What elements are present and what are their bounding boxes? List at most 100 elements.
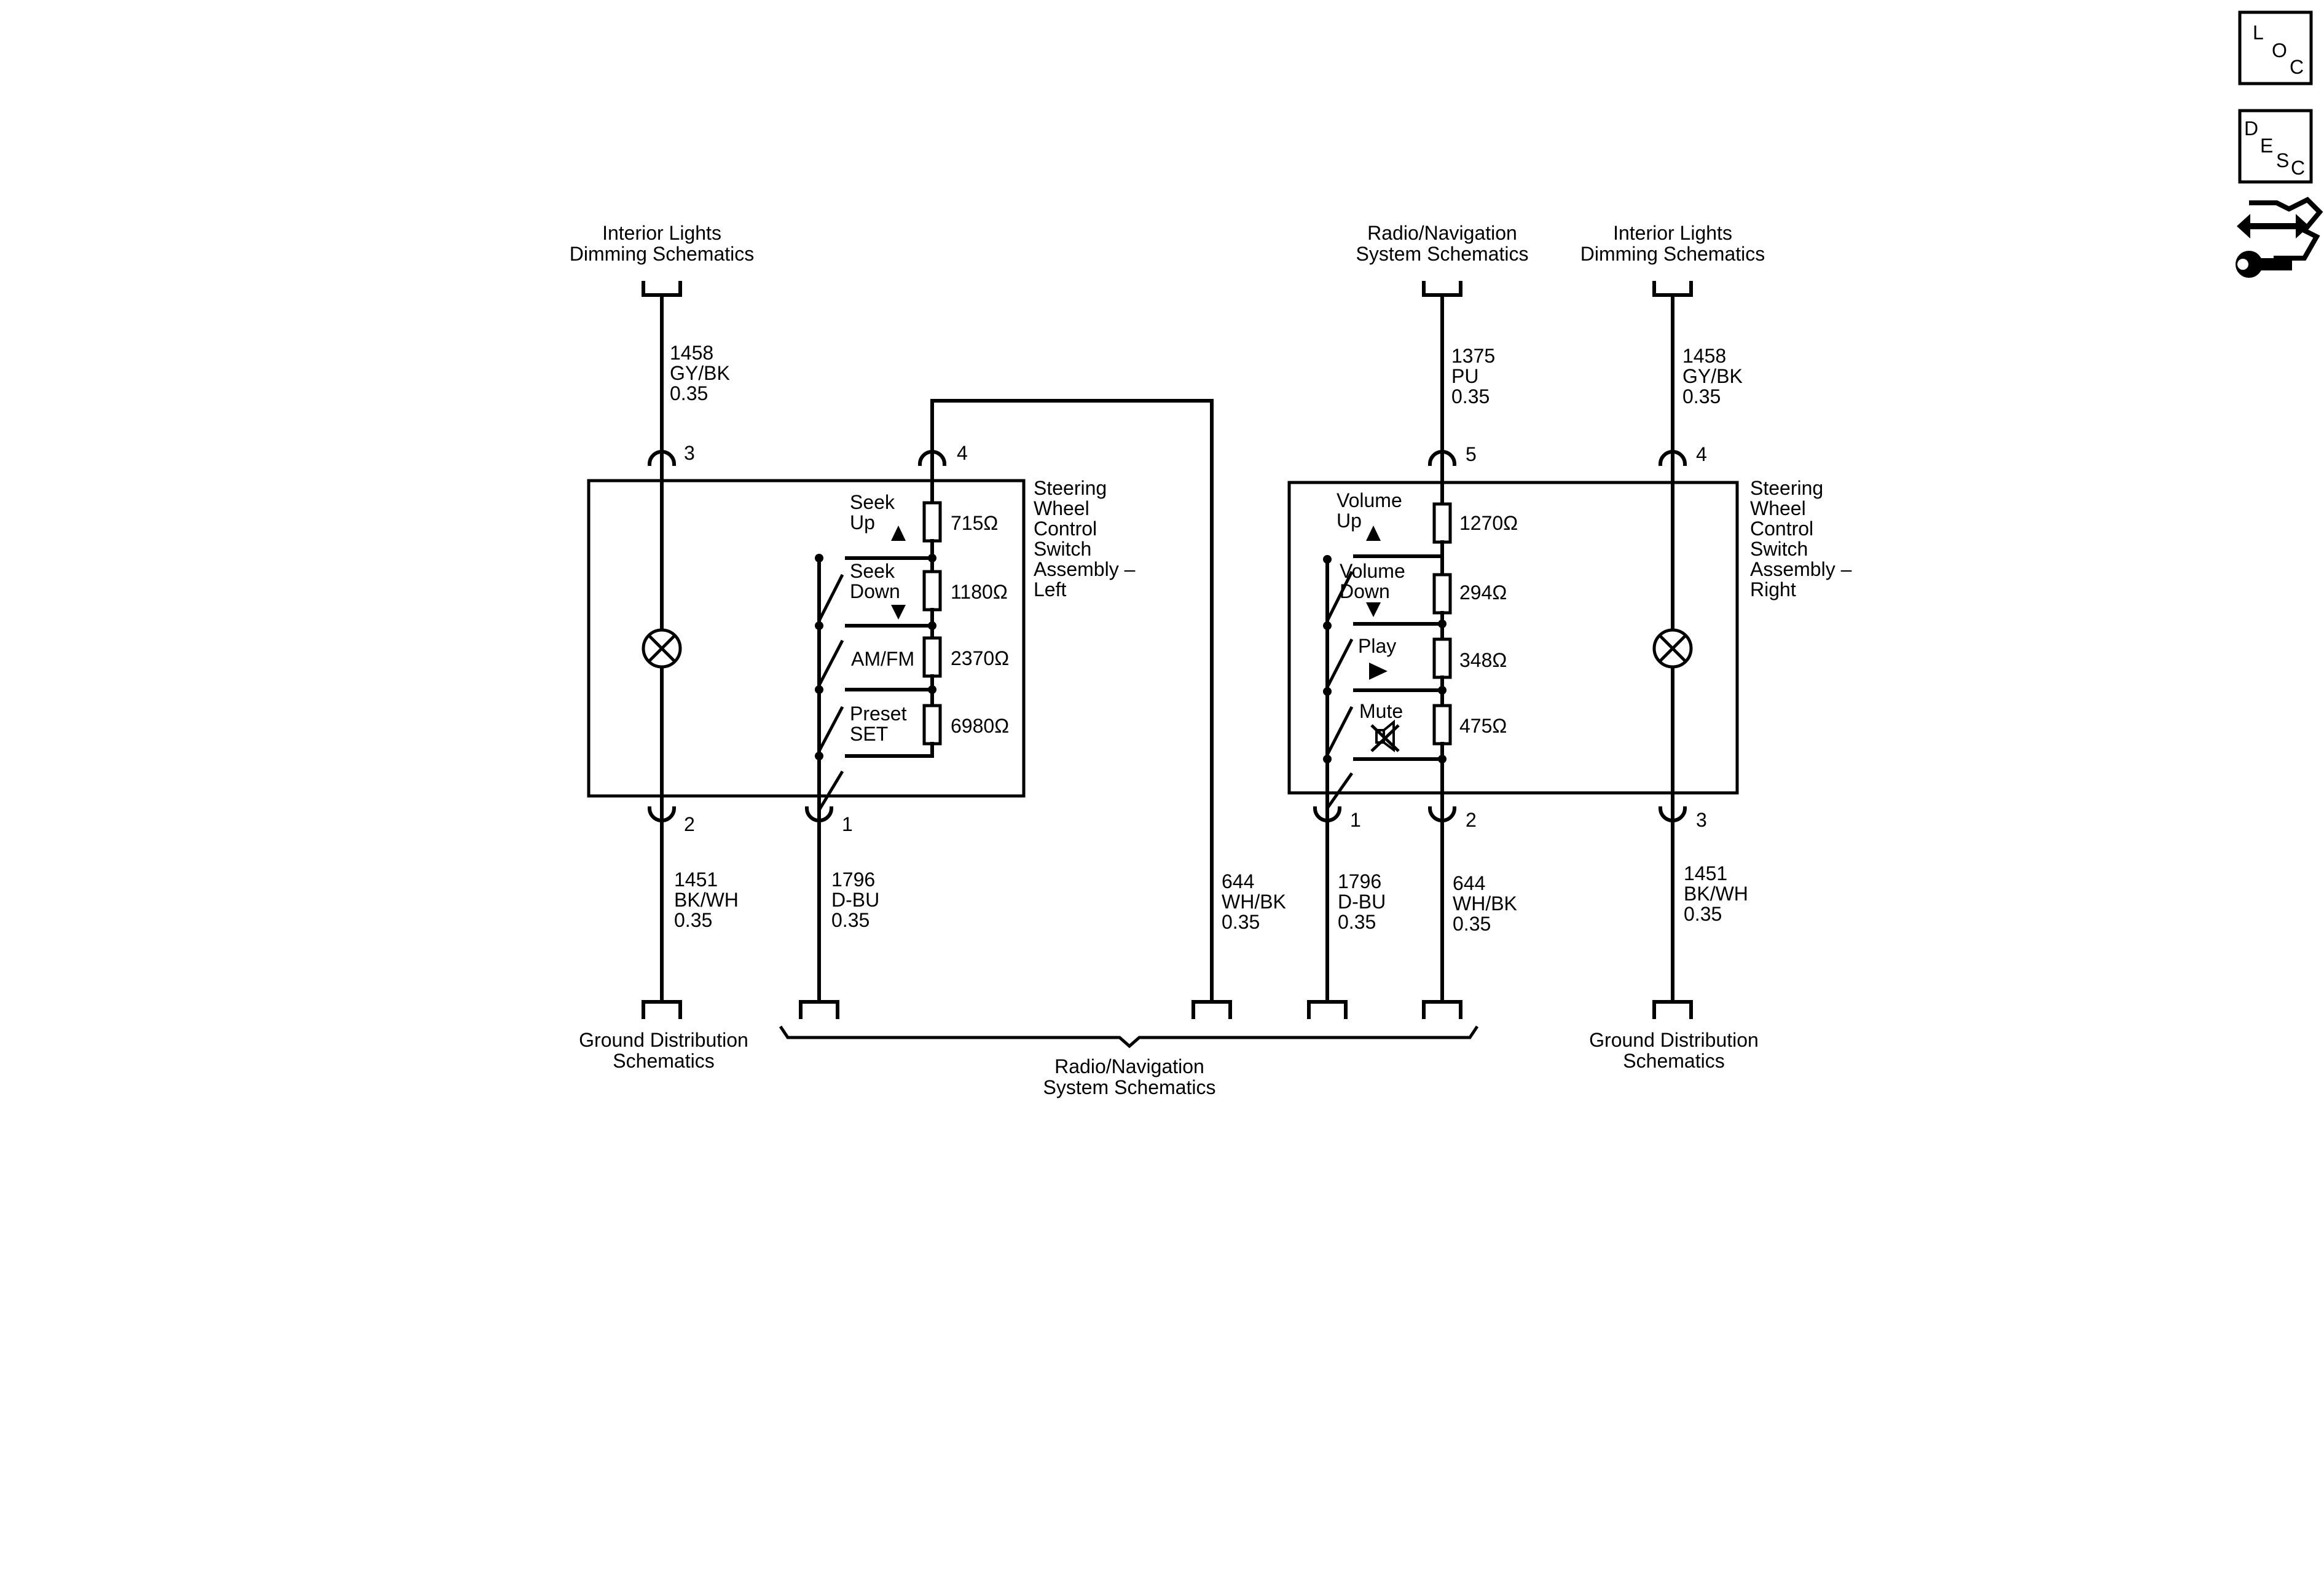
- right-pin-3: 3: [1696, 809, 1707, 831]
- dest-bottom-left-line2[interactable]: Schematics: [613, 1050, 714, 1072]
- right-pin-2: 2: [1466, 809, 1477, 831]
- right-switch-1-label-1: Volume: [1337, 489, 1402, 511]
- desc-letter-c: C: [2291, 157, 2305, 179]
- left-pin-2-connector: [647, 806, 677, 822]
- dest-top-left-line1[interactable]: Interior Lights: [602, 222, 721, 244]
- right-pin-5: 5: [1466, 443, 1477, 465]
- wire-l-bot-signal-color: D-BU: [831, 889, 879, 911]
- wire-l-bot-ground-circuit: 1451: [674, 868, 718, 891]
- right-switch-2-label-1: Volume: [1340, 560, 1405, 582]
- dest-bottom-center-line1[interactable]: Radio/Navigation: [1054, 1055, 1204, 1077]
- dest-top-radio-line2[interactable]: System Schematics: [1356, 243, 1529, 265]
- wire-l-bot-ref-circuit: 644: [1222, 870, 1254, 892]
- left-switch-2-label-2: Down: [850, 580, 900, 602]
- dest-top-radio-line1[interactable]: Radio/Navigation: [1367, 222, 1517, 244]
- left-resistance-1: 715Ω: [951, 512, 998, 534]
- wire-l-top-color: GY/BK: [670, 362, 730, 384]
- loc-letter-o: O: [2272, 39, 2287, 61]
- desc-letter-e: E: [2260, 135, 2273, 157]
- bottom-connectors: [642, 1000, 1693, 1019]
- wire-r-top-signal-color: PU: [1451, 365, 1478, 387]
- dest-top-right-line2[interactable]: Dimming Schematics: [1580, 243, 1765, 265]
- right-resistance-2: 294Ω: [1459, 581, 1507, 604]
- left-module-name-1: Steering: [1034, 477, 1107, 499]
- dest-bottom-center-line2[interactable]: System Schematics: [1043, 1076, 1216, 1098]
- left-resistance-2: 1180Ω: [951, 581, 1008, 603]
- left-pin-3-connector: [647, 450, 677, 467]
- dest-top-right-line1[interactable]: Interior Lights: [1613, 222, 1732, 244]
- left-switch-3-label-1: AM/FM: [851, 648, 914, 670]
- arrows-wrench-icon[interactable]: [2236, 197, 2323, 278]
- right-pin-4: 4: [1696, 443, 1707, 465]
- right-pin-1-connector: [1313, 806, 1342, 822]
- wire-l-bot-ref-size: 0.35: [1222, 911, 1260, 933]
- left-module-name-3: Control: [1034, 518, 1097, 540]
- right-switch-2-label-2: Down: [1340, 580, 1390, 602]
- right-pin-4-connector: [1658, 450, 1687, 467]
- left-switch-4-label-2: SET: [850, 723, 888, 745]
- dest-bottom-left-line1[interactable]: Ground Distribution: [579, 1029, 748, 1051]
- wire-r-bot-signal-circuit: 1796: [1338, 870, 1381, 892]
- right-resistance-1: 1270Ω: [1459, 512, 1518, 534]
- wire-r-bot-ground-size: 0.35: [1684, 903, 1722, 925]
- right-module-name-5: Assembly –: [1750, 558, 1852, 580]
- left-up-arrow-icon: [891, 526, 906, 541]
- right-lamp-icon: [1652, 628, 1693, 669]
- right-down-arrow-icon: [1366, 602, 1381, 617]
- dest-bottom-right-line1[interactable]: Ground Distribution: [1589, 1029, 1759, 1051]
- wire-l-bot-ground-size: 0.35: [674, 909, 712, 931]
- left-switch-1-label-2: Up: [850, 511, 875, 534]
- left-pin-2: 2: [684, 813, 695, 835]
- left-switch-2-label-1: Seek: [850, 560, 895, 582]
- wire-r-bot-ref-size: 0.35: [1453, 913, 1491, 935]
- play-arrow-icon: [1369, 663, 1388, 680]
- wire-r-top-lamp-circuit: 1458: [1682, 345, 1726, 367]
- right-resistance-4: 475Ω: [1459, 715, 1507, 737]
- left-module-name-5: Assembly –: [1034, 558, 1136, 580]
- dest-bottom-right-line2[interactable]: Schematics: [1623, 1050, 1724, 1072]
- wire-l-bot-signal-circuit: 1796: [831, 868, 875, 891]
- right-module-name-6: Right: [1750, 578, 1796, 600]
- wire-r-bot-ground-color: BK/WH: [1684, 883, 1748, 905]
- wire-l-top-size: 0.35: [670, 382, 708, 404]
- desc-letter-s: S: [2276, 149, 2289, 171]
- right-pin-2-connector: [1427, 806, 1457, 822]
- loc-letter-c: C: [2290, 56, 2304, 78]
- wire-r-top-signal-size: 0.35: [1451, 385, 1490, 408]
- right-up-arrow-icon: [1366, 526, 1381, 541]
- right-switch-4-label-1: Mute: [1359, 700, 1403, 722]
- wire-l-bot-signal-size: 0.35: [831, 909, 870, 931]
- left-pin-3: 3: [684, 442, 695, 464]
- wire-l-top-circuit: 1458: [670, 342, 713, 364]
- left-pin-4-connector: [917, 450, 947, 467]
- right-module-name-2: Wheel: [1750, 497, 1806, 519]
- left-module-name-2: Wheel: [1034, 497, 1089, 519]
- left-module-box: [587, 479, 1026, 798]
- right-switch-3-label-1: Play: [1358, 635, 1396, 657]
- left-resistance-4: 6980Ω: [951, 715, 1009, 737]
- right-pin-3-connector: [1658, 806, 1687, 822]
- desc-letter-d: D: [2244, 117, 2258, 140]
- right-lamp-circuit: [1652, 293, 1693, 1004]
- right-module-name-3: Control: [1750, 518, 1813, 540]
- right-resistance-3: 348Ω: [1459, 649, 1507, 671]
- left-resistor-ladder: [804, 399, 1214, 1004]
- left-pin-1: 1: [842, 813, 853, 835]
- right-pin-5-connector: [1427, 450, 1457, 467]
- wire-r-bot-ref-circuit: 644: [1453, 872, 1485, 894]
- radio-group-brace: [779, 1025, 1479, 1049]
- wire-l-bot-ref-color: WH/BK: [1222, 891, 1286, 913]
- left-lamp-icon: [642, 628, 682, 669]
- right-module-box: [1287, 481, 1739, 795]
- wire-r-top-lamp-size: 0.35: [1682, 385, 1721, 408]
- wire-r-bot-signal-size: 0.35: [1338, 911, 1376, 933]
- left-module-name-6: Left: [1034, 578, 1066, 600]
- left-pin-1-connector: [804, 806, 834, 822]
- loc-button[interactable]: L O C: [2238, 10, 2313, 85]
- wire-r-bot-ref-color: WH/BK: [1453, 892, 1517, 915]
- right-resistor-ladder: [1313, 293, 1457, 1004]
- dest-top-left-line2[interactable]: Dimming Schematics: [570, 243, 755, 265]
- loc-letter-l: L: [2253, 22, 2264, 44]
- left-lamp-circuit: [642, 293, 682, 1004]
- desc-button[interactable]: D E S C: [2238, 109, 2313, 184]
